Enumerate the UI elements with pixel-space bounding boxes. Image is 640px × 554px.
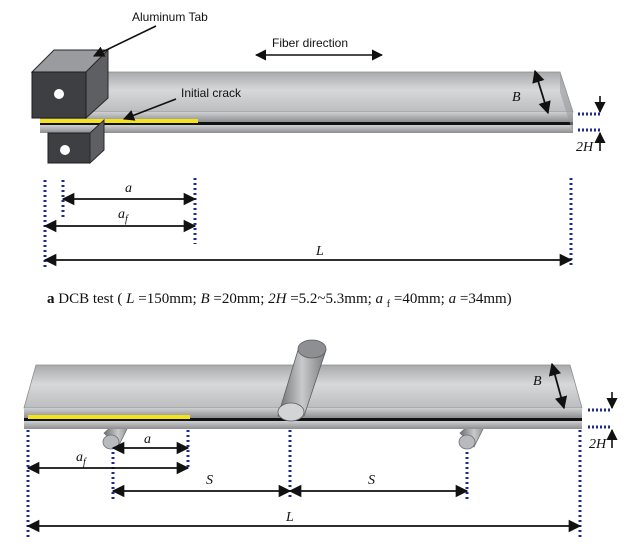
figure-a-caption: a DCB test ( L =150mm; B =20mm; 2H =5.2~… — [47, 291, 512, 311]
width-b-arrow-b — [548, 362, 568, 410]
dcb-beam-upper-edge — [40, 112, 573, 122]
length-l-label-b: L — [285, 510, 294, 525]
dcb-beam-lower-edge — [40, 125, 573, 133]
enf-midplane-line — [24, 418, 582, 421]
dcb-beam-top-face — [38, 71, 574, 113]
tab-pin-hole-lower — [60, 145, 70, 155]
thickness-2h-marker-a — [578, 96, 606, 151]
enf-beam-lower-edge — [24, 421, 582, 429]
figure-b-enf: B 2H a af S S L — [23, 339, 618, 540]
initial-crack-leader — [122, 98, 177, 121]
thickness-2h-marker-b — [588, 392, 618, 448]
dcb-initial-crack — [40, 119, 198, 123]
crack-length-af-label: af — [118, 207, 129, 225]
dcb-beam-end-face — [560, 72, 573, 133]
dcb-midplane-line — [40, 122, 573, 125]
initial-crack-label: Initial crack — [181, 86, 242, 100]
width-b-label-a: B — [512, 90, 521, 105]
tab-pin-hole-upper — [54, 89, 64, 99]
width-b-label-b: B — [533, 374, 542, 389]
figure-a-dcb: Aluminum Tab Fiber direction Initial cra… — [30, 10, 606, 311]
span-s-left-label: S — [206, 473, 213, 488]
width-b-arrow-a — [532, 69, 551, 115]
aluminum-tab-lower — [47, 118, 105, 165]
aluminum-tab-leader — [92, 25, 157, 57]
thickness-2h-label-a: 2H — [576, 140, 594, 155]
aluminum-tab-upper — [30, 48, 110, 120]
crack-length-a-label: a — [125, 181, 132, 196]
aluminum-tab-label: Aluminum Tab — [132, 10, 208, 24]
thickness-2h-label-b: 2H — [589, 437, 607, 452]
fiber-direction-label: Fiber direction — [272, 36, 348, 50]
length-l-label-a: L — [315, 244, 324, 259]
crack-length-a-label-b: a — [144, 432, 151, 447]
dimension-guides-a — [43, 178, 573, 268]
loading-pin — [277, 339, 327, 422]
enf-initial-crack — [28, 415, 190, 419]
crack-length-af-label-b: af — [76, 450, 87, 468]
span-s-right-label: S — [368, 473, 375, 488]
